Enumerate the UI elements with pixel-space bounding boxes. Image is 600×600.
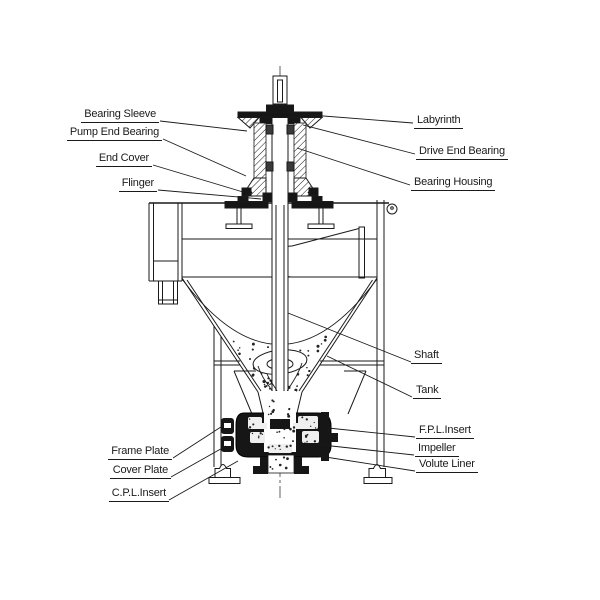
- drive-end-bearing-right: [286, 124, 295, 135]
- pump-support-skirt: [233, 370, 367, 415]
- bearing-assembly: [224, 75, 334, 209]
- label-pump-end-bearing: Pump End Bearing: [66, 126, 162, 141]
- right-foot: [363, 464, 393, 484]
- shaft-assembly: [271, 117, 289, 420]
- leader-cpl-insert: [168, 460, 239, 501]
- label-end-cover: End Cover: [95, 152, 152, 167]
- shaft-keyway: [277, 79, 283, 103]
- leader-bearing-sleeve: [159, 120, 248, 132]
- pump-end-bearing-right: [286, 161, 295, 172]
- tank-cone: [181, 277, 378, 414]
- leader-end-cover: [152, 164, 244, 193]
- fpl-insert-flange: [321, 412, 338, 461]
- leader-shaft: [287, 312, 412, 363]
- label-frame-plate: Frame Plate: [108, 445, 172, 460]
- discharge-flange: [221, 418, 234, 452]
- label-fpl-insert: F.P.L.Insert: [416, 424, 474, 439]
- shaft-collar: [266, 104, 294, 113]
- mounting-plate-left: [224, 201, 269, 209]
- leader-lines: [152, 113, 416, 501]
- label-labyrinth: Labyrinth: [414, 114, 464, 129]
- lifting-lug: [386, 203, 398, 215]
- leader-volute-liner: [318, 455, 416, 472]
- leader-labyrinth: [297, 113, 414, 124]
- labyrinth-flange: [237, 111, 323, 118]
- leader-flinger: [157, 189, 262, 200]
- flinger-disc-left: [262, 192, 272, 202]
- label-drive-end-bearing: Drive End Bearing: [416, 145, 508, 160]
- label-cpl-insert: C.P.L.Insert: [108, 487, 169, 502]
- overflow-outlet-box: [158, 280, 178, 305]
- leader-cover-plate: [170, 445, 227, 478]
- leader-frame-plate: [172, 424, 225, 459]
- label-shaft: Shaft: [411, 349, 442, 364]
- plate-gusset-right: [307, 208, 335, 229]
- label-tank: Tank: [413, 384, 442, 399]
- leader-fpl-insert: [327, 427, 416, 438]
- label-bearing-sleeve: Bearing Sleeve: [81, 108, 159, 123]
- feed-pipe: [275, 226, 365, 279]
- impeller-hub: [270, 419, 290, 429]
- pump-casing: [221, 391, 338, 474]
- leader-bearing-housing: [296, 147, 411, 186]
- drive-end-bearing-left: [265, 124, 274, 135]
- impeller-vane-right: [293, 423, 305, 429]
- mounting-plate-right: [291, 201, 334, 209]
- impeller-vane-left: [255, 423, 267, 429]
- flinger-disc-right: [288, 192, 298, 202]
- label-cover-plate: Cover Plate: [109, 464, 171, 479]
- plate-gusset-left: [225, 208, 253, 229]
- leader-tank: [326, 355, 413, 398]
- label-bearing-housing: Bearing Housing: [411, 176, 496, 191]
- leader-drive-end-bearing: [302, 124, 416, 155]
- leader-impeller: [303, 442, 415, 456]
- left-foot: [208, 464, 241, 484]
- leader-pump-end-bearing: [162, 138, 247, 177]
- label-flinger: Flinger: [118, 177, 157, 192]
- bearing-housing-wall-left: [253, 122, 267, 179]
- pump-end-bearing-left: [265, 161, 274, 172]
- label-impeller: Impeller: [415, 442, 459, 457]
- label-volute-liner: Volute Liner: [416, 458, 478, 473]
